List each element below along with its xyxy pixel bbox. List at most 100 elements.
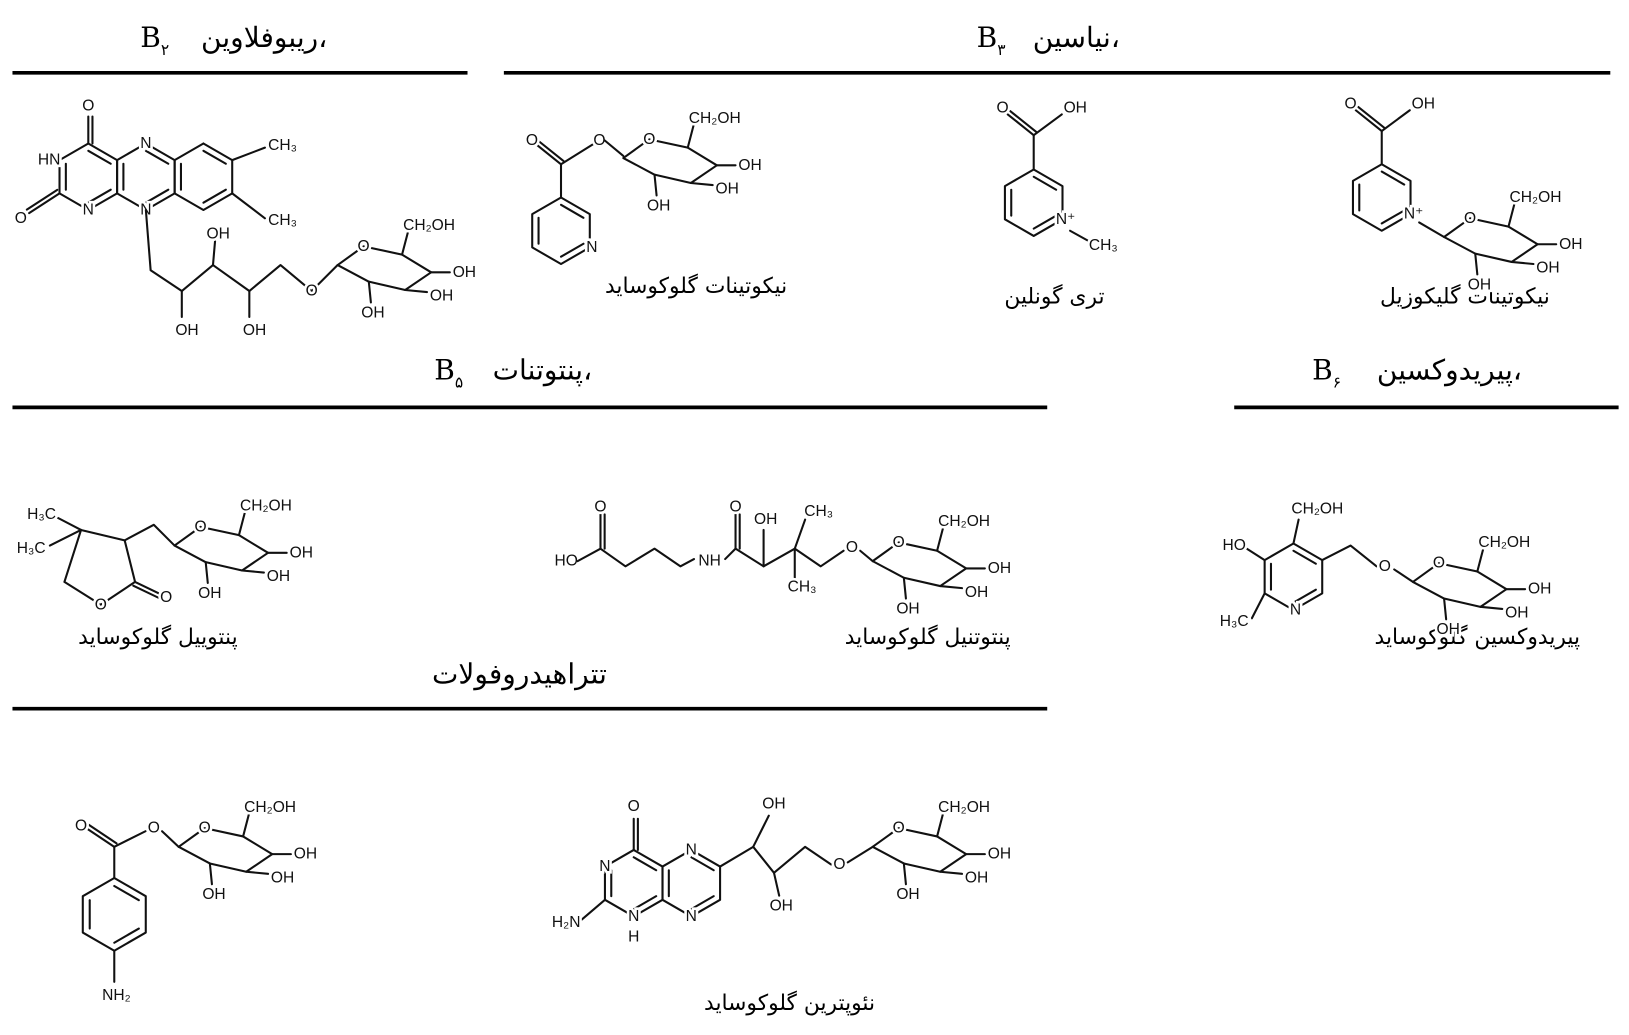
svg-text:B۲: B۲: [140, 21, 169, 59]
atom-label: O: [1379, 558, 1391, 575]
bond: [1292, 518, 1300, 545]
bond: [202, 188, 227, 204]
bond: [113, 884, 140, 902]
atom-label: O: [628, 798, 640, 815]
bond: [1507, 201, 1516, 228]
bond: [603, 139, 625, 158]
bond: [690, 895, 715, 911]
section-header-niacin: B۳ نیاسین،: [977, 21, 1120, 59]
atom-label: O: [95, 596, 107, 613]
bond: [87, 149, 112, 165]
atom-label: H₂N: [552, 914, 581, 931]
svg-text:B۳: B۳: [977, 21, 1007, 59]
bond: [632, 856, 658, 872]
atom-label: CH₃: [804, 503, 833, 520]
bond: [177, 827, 274, 873]
section-title: پیریدوکسین،: [1377, 353, 1522, 386]
atom-label: OH: [1536, 260, 1559, 277]
bond: [1418, 221, 1446, 239]
atom-label: OH: [965, 584, 988, 601]
bond: [690, 856, 715, 872]
atom-label: OH: [754, 511, 777, 528]
bond: [161, 830, 180, 848]
bond: [936, 525, 945, 552]
atom-label: O: [593, 132, 605, 149]
atom-label: N: [686, 841, 697, 858]
bond: [1411, 562, 1508, 608]
compound-name-pyridoxine-glucoside: پیریدوکسین گلوکوساید: [1375, 624, 1581, 650]
atom-label: N: [599, 858, 610, 875]
compound-name-pantothenyl-glucoside: پنتوتنیل گلوکوساید: [845, 624, 1011, 650]
atom-label: OH: [206, 225, 229, 242]
atom-label: O: [1433, 555, 1445, 572]
atom-label: OH: [988, 846, 1011, 863]
bond: [144, 208, 339, 293]
atom-label: CH₂OH: [403, 217, 455, 234]
section-header-tetrahydrofolate: تتراهیدروفولات: [432, 658, 607, 691]
atom-label: O: [1464, 210, 1476, 227]
atom-label: N: [686, 908, 697, 925]
atom-label: OH: [1559, 236, 1582, 253]
atom-label: O: [199, 820, 211, 837]
vitamin-number: ۳: [997, 41, 1006, 59]
bond: [1032, 175, 1058, 191]
atom-label: N⁺: [1056, 211, 1075, 228]
atom-label: CH₂OH: [1478, 534, 1530, 551]
bond: [1003, 168, 1064, 237]
atom-label: CH₃: [1089, 237, 1118, 254]
atom-label: CH₂OH: [1510, 189, 1562, 206]
bond: [1069, 229, 1090, 243]
atom-label: OH: [430, 288, 453, 305]
vitamin-number: ۶: [1333, 374, 1341, 392]
bond: [144, 188, 170, 204]
bond: [1321, 544, 1378, 568]
bond: [85, 827, 116, 848]
atom-label: HO: [1223, 537, 1246, 554]
atom-label: CH₂OH: [689, 110, 741, 127]
atom-label: OH: [243, 322, 266, 339]
bond: [87, 823, 118, 845]
bond: [846, 845, 874, 864]
atom-label: HN: [38, 152, 61, 169]
atom-label: OH: [647, 197, 670, 214]
bond: [536, 139, 565, 163]
bond: [1393, 568, 1414, 583]
bond: [576, 547, 696, 568]
bond: [871, 541, 968, 588]
bond: [686, 122, 696, 149]
vitamin-letter: B: [1312, 353, 1333, 386]
bond: [1474, 252, 1479, 276]
bond: [939, 585, 964, 590]
atom-label: OH: [738, 157, 761, 174]
bond: [211, 240, 217, 267]
bond: [1351, 163, 1412, 232]
bond: [1009, 110, 1038, 133]
bond: [1380, 170, 1406, 186]
atom-label: OH: [1505, 605, 1528, 622]
atom-label: O: [996, 100, 1008, 117]
bond: [1292, 549, 1317, 565]
bond: [1006, 113, 1035, 137]
bond: [56, 516, 83, 532]
atom-label: OH: [198, 585, 221, 602]
atom-label: NH₂: [102, 987, 131, 1004]
atom-label: O: [643, 131, 655, 148]
bond: [580, 898, 606, 921]
bond: [144, 149, 170, 165]
atom-label: N: [628, 908, 639, 925]
bond: [173, 525, 270, 572]
atom-label: O: [833, 856, 845, 873]
svg-text:B۵: B۵: [434, 353, 463, 391]
bond: [116, 142, 176, 212]
atom-label: OH: [896, 886, 919, 903]
vitamin-letter: B: [140, 21, 161, 54]
atom-label: OH: [290, 544, 313, 561]
bond: [1354, 109, 1383, 133]
bond: [208, 862, 213, 886]
atom-label: OH: [271, 869, 294, 886]
atom-label: OH: [1064, 100, 1087, 117]
bond: [134, 580, 163, 596]
